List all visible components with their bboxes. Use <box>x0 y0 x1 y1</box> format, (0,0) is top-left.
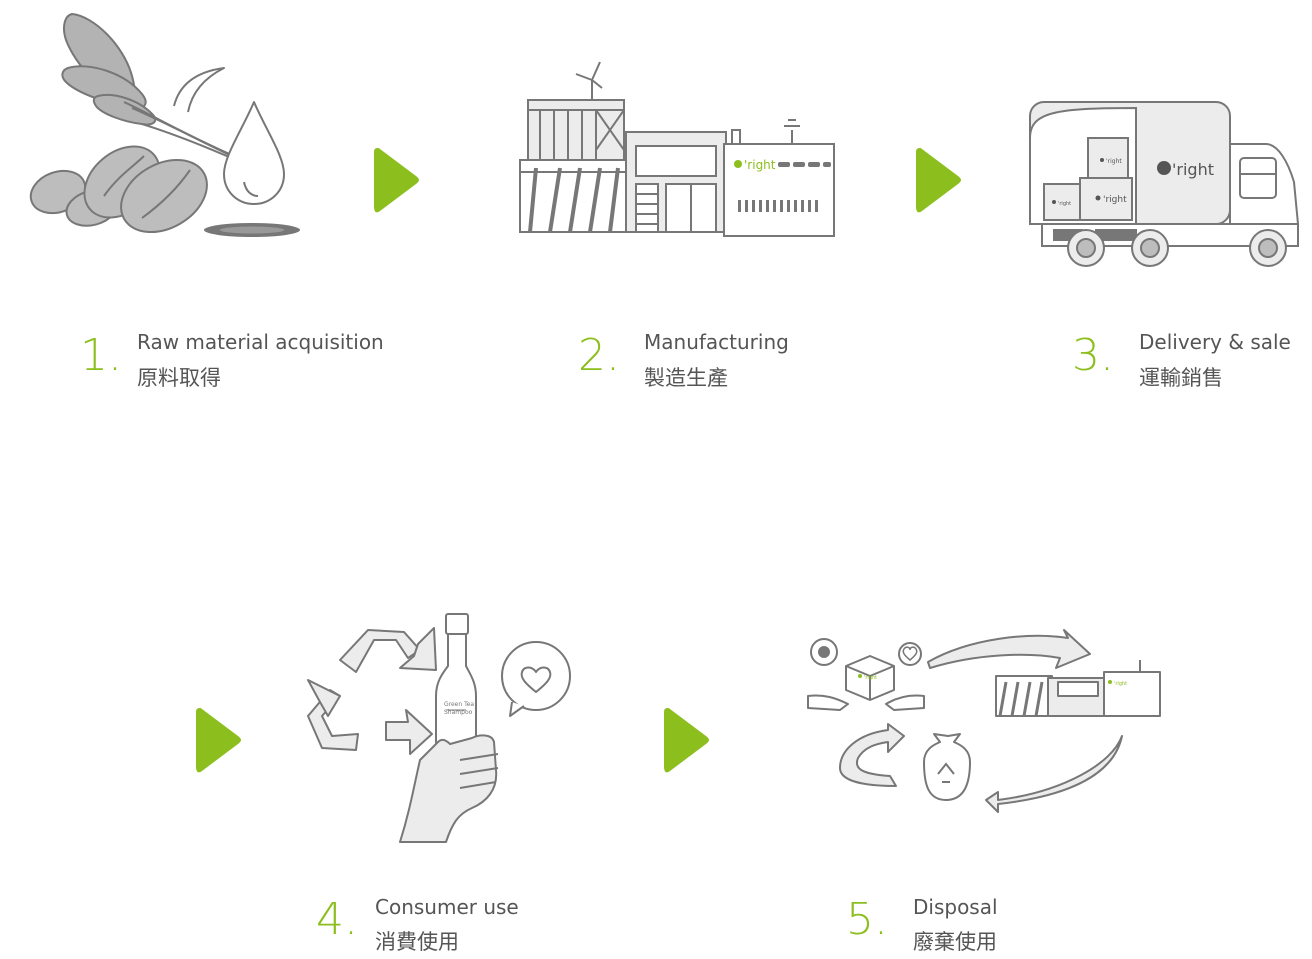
arrow-right-icon <box>374 148 419 213</box>
bottle-label-line2: Shampoo <box>444 709 473 716</box>
step-title-en: Manufacturing <box>644 330 789 354</box>
disposal-cycle-icon: 'right 'right <box>807 629 1161 813</box>
box-logo-text: 'right <box>864 675 877 681</box>
box-logo-text: 'right <box>1106 158 1122 165</box>
recycle-bottle-icon: Green Tea Shampoo <box>307 613 571 843</box>
step-4-label: 4. Consumer use 消費使用 <box>316 892 556 958</box>
bottle-label-line1: Green Tea <box>444 701 474 708</box>
delivery-truck-icon: 'right 'right 'right 'right <box>1029 101 1300 267</box>
plant-and-beans-icon <box>29 13 300 237</box>
truck-logo-text: 'right <box>1172 160 1214 179</box>
step-title-zh: 消費使用 <box>375 930 459 954</box>
step-title-en: Consumer use <box>375 895 519 919</box>
arrow-right-icon <box>916 148 961 213</box>
step-title-zh: 製造生產 <box>644 366 728 390</box>
step-title-en: Disposal <box>913 895 998 919</box>
step-1-label: 1. Raw material acquisition 原料取得 <box>80 328 410 398</box>
step-title-en: Delivery & sale <box>1139 330 1291 354</box>
box-logo-text: 'right <box>1103 195 1127 205</box>
step-title-zh: 運輸銷售 <box>1139 366 1223 390</box>
factory-logo-text: 'right <box>1114 681 1127 687</box>
step-number: 3. <box>1072 330 1114 381</box>
box-logo-text: 'right <box>1058 201 1071 207</box>
step-title-en: Raw material acquisition <box>137 330 384 354</box>
factory-logo-text: 'right <box>744 158 776 172</box>
step-title-zh: 原料取得 <box>137 366 221 390</box>
step-5-label: 5. Disposal 廢棄使用 <box>846 892 1046 958</box>
step-2-label: 2. Manufacturing 製造生產 <box>578 328 828 398</box>
arrow-right-icon <box>664 708 709 773</box>
step-3-label: 3. Delivery & sale 運輸銷售 <box>1072 328 1310 398</box>
arrow-right-icon <box>196 708 241 773</box>
step-number: 4. <box>316 894 358 945</box>
step-number: 1. <box>80 330 122 381</box>
step-number: 2. <box>578 330 620 381</box>
factory-icon: 'right <box>519 61 835 237</box>
step-title-zh: 廢棄使用 <box>913 930 997 954</box>
step-number: 5. <box>846 894 888 945</box>
